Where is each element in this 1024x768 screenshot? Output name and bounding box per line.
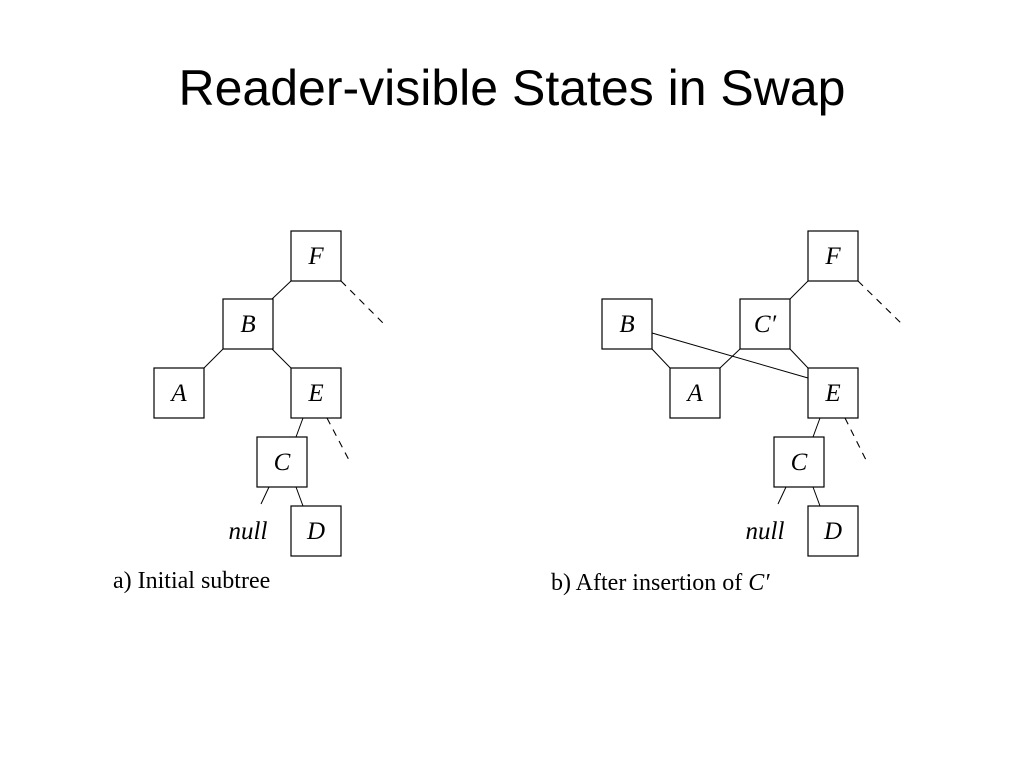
edge-e-c — [812, 417, 821, 438]
node-a-label: A — [169, 380, 187, 407]
edge-f-cprime — [789, 280, 809, 300]
edge-e-c — [295, 417, 304, 438]
edge-cprime-a — [719, 348, 741, 369]
node-e-label: E — [307, 380, 323, 407]
node-f: F — [290, 230, 342, 282]
node-f-label: F — [824, 243, 841, 270]
node-d: D — [290, 505, 342, 557]
edge-f-right-dashed — [857, 280, 905, 327]
edge-c-d — [295, 486, 304, 507]
node-e: E — [807, 367, 859, 419]
caption-after-insertion: b) After insertion of C′ — [551, 570, 770, 596]
node-d-label: D — [306, 518, 325, 545]
node-b: B — [222, 298, 274, 350]
edge-f-right-dashed — [340, 280, 387, 327]
node-c-label: C — [274, 449, 291, 476]
edge-b-e — [271, 348, 292, 369]
node-b: B — [601, 298, 653, 350]
edge-cprime-e — [789, 348, 809, 369]
caption-prefix: b) After insertion of — [551, 570, 748, 596]
edge-b-a — [203, 348, 224, 369]
node-d-label: D — [823, 518, 842, 545]
edge-b-a — [651, 348, 671, 369]
node-f-label: F — [307, 243, 324, 270]
edge-c-null — [777, 486, 787, 505]
null-label: null — [746, 518, 785, 545]
node-c: C — [256, 436, 308, 488]
diagram-initial-subtree: F B A E C D null a) Initial subtree — [113, 230, 387, 594]
node-a: A — [669, 367, 721, 419]
edge-c-null — [260, 486, 270, 505]
node-b-label: B — [619, 311, 634, 338]
null-label: null — [229, 518, 268, 545]
caption-initial-subtree: a) Initial subtree — [113, 568, 270, 594]
diagram-after-insertion: F B C′ A E C D null b) After insertion o… — [551, 230, 905, 596]
node-e: E — [290, 367, 342, 419]
edge-e-right-dashed — [326, 417, 351, 463]
node-b-label: B — [240, 311, 255, 338]
node-f: F — [807, 230, 859, 282]
node-c-prime-label: C′ — [754, 311, 777, 338]
edge-f-b — [271, 280, 292, 300]
slide-title: Reader-visible States in Swap — [178, 60, 846, 116]
node-c-label: C — [791, 449, 808, 476]
node-a-label: A — [685, 380, 703, 407]
node-e-label: E — [824, 380, 840, 407]
node-a: A — [153, 367, 205, 419]
node-c: C — [773, 436, 825, 488]
edge-c-d — [812, 486, 821, 507]
edge-e-right-dashed — [844, 417, 868, 463]
node-c-prime: C′ — [739, 298, 791, 350]
node-d: D — [807, 505, 859, 557]
edge-b-e — [651, 332, 809, 379]
caption-symbol: C′ — [748, 570, 770, 596]
